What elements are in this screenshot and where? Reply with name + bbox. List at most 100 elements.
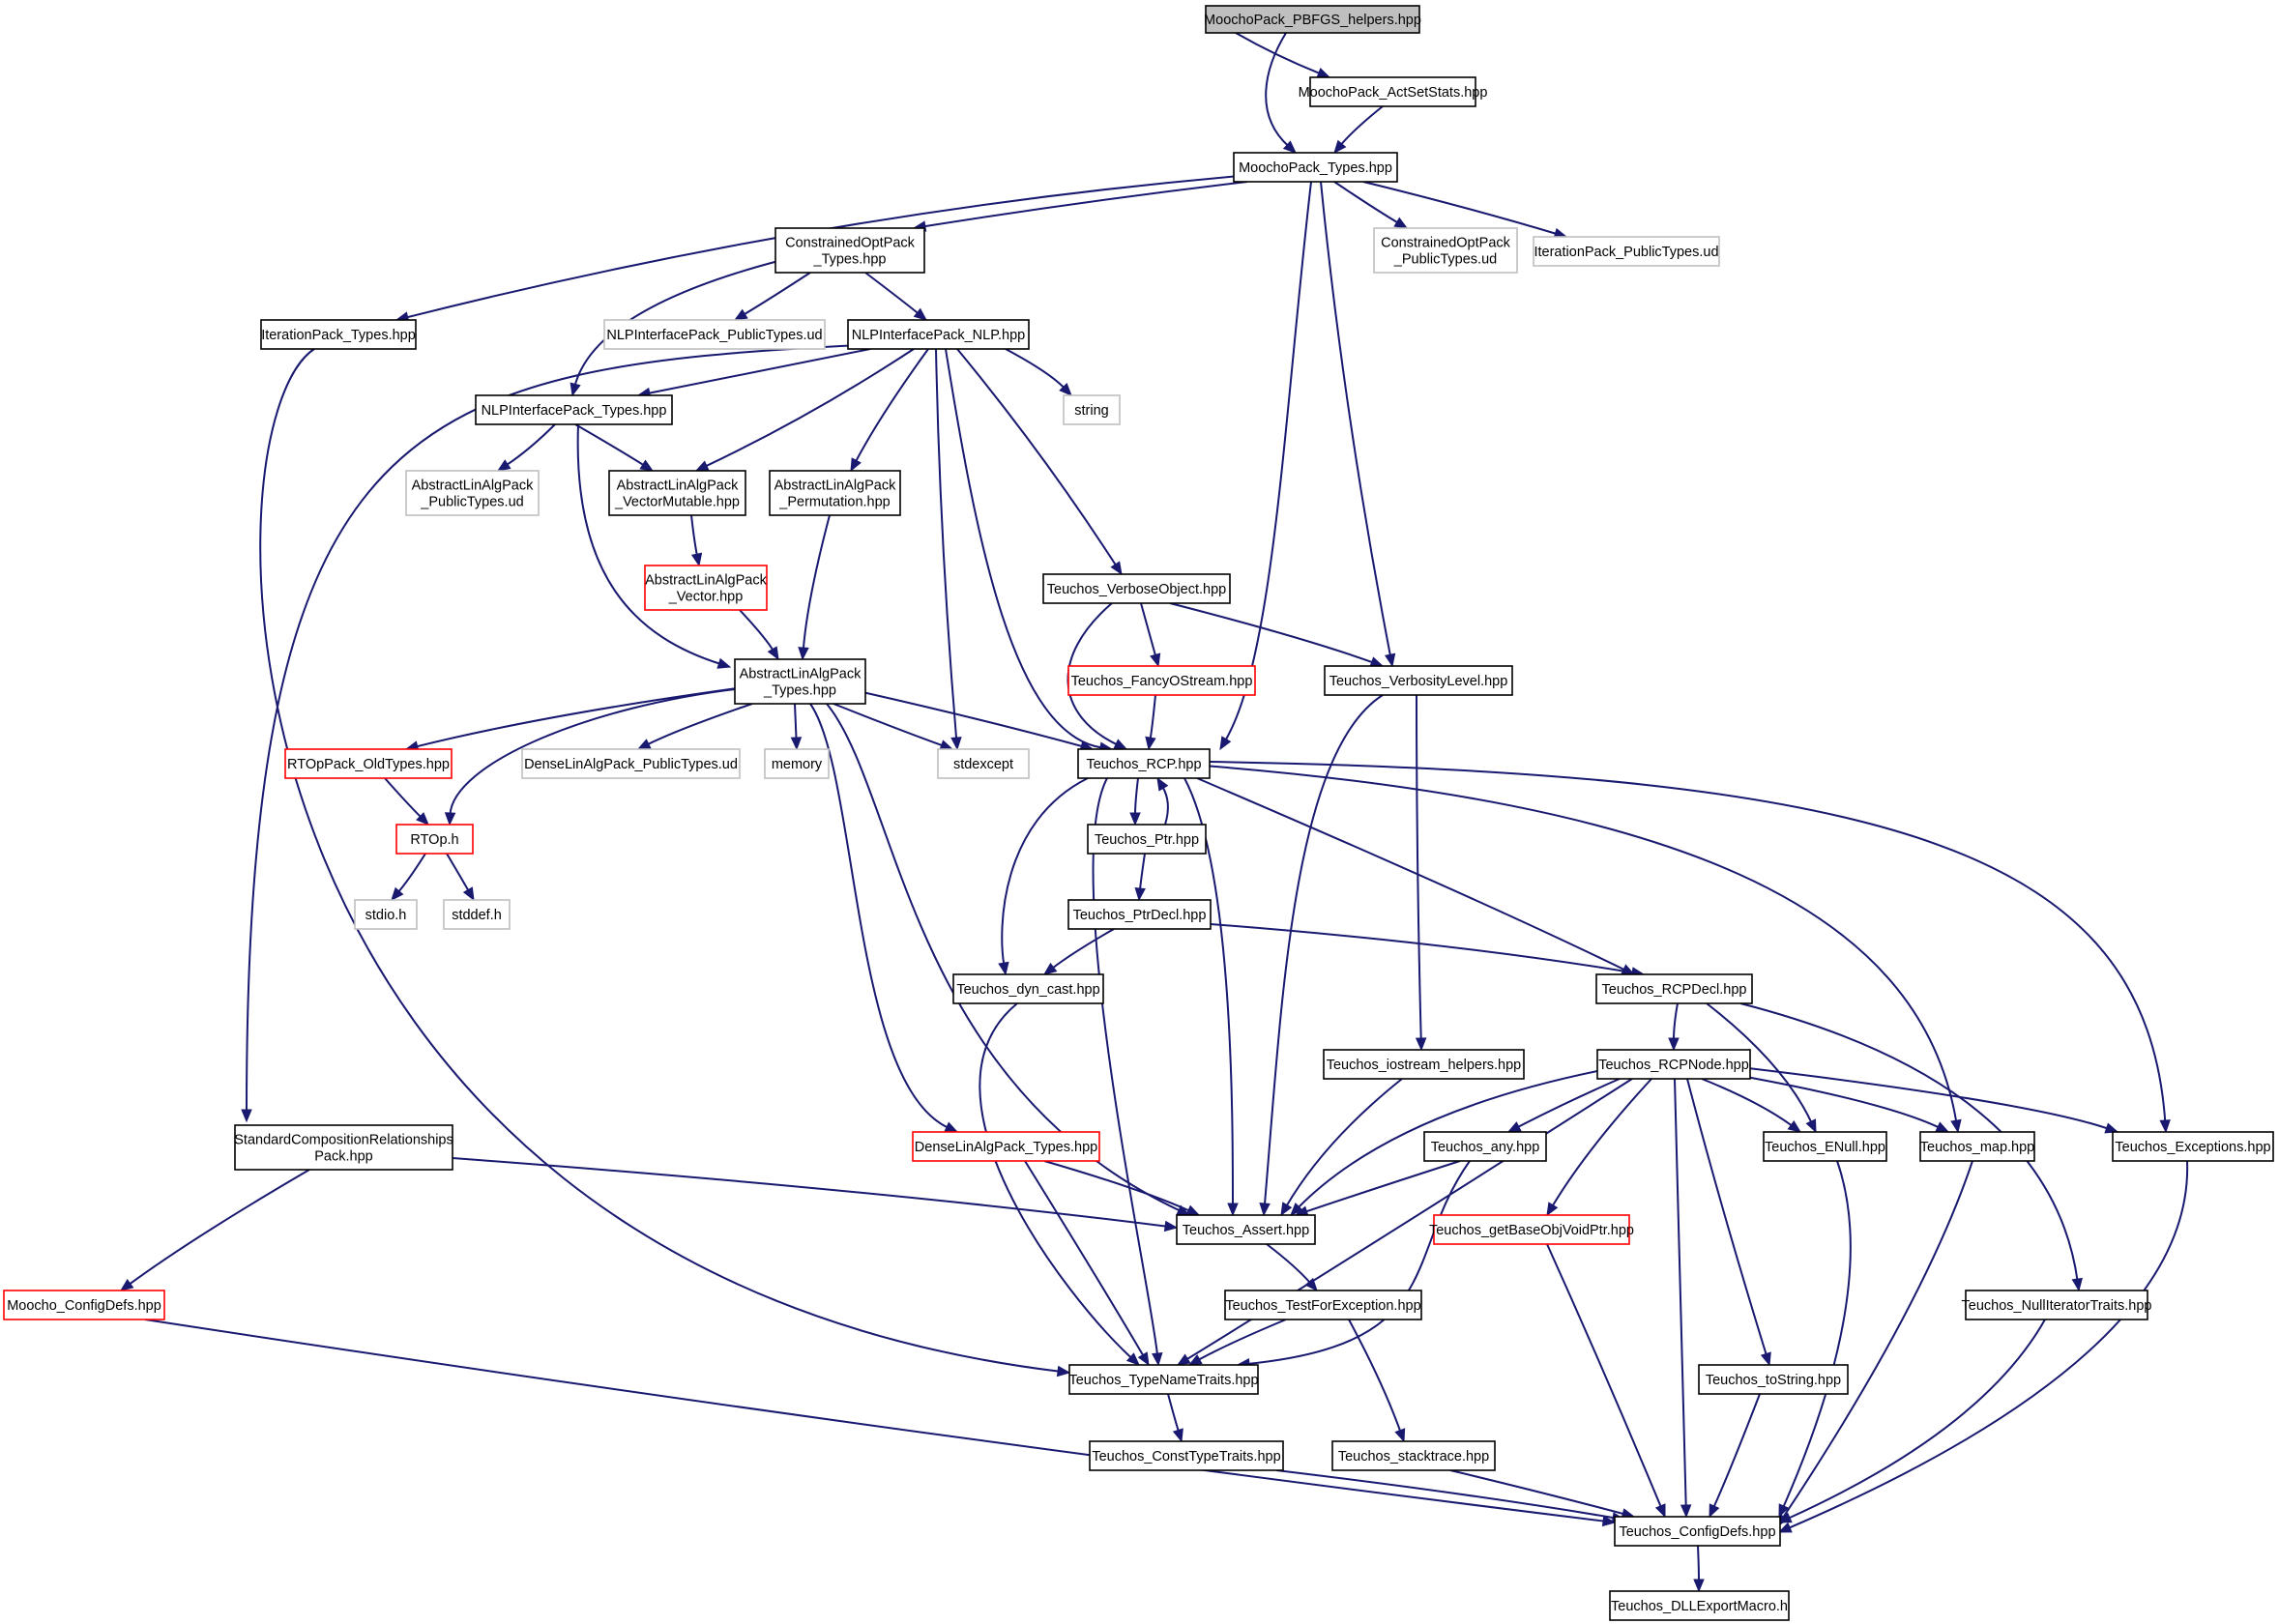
node-itertypes[interactable]: IterationPack_Types.hpp <box>260 319 417 350</box>
node-copub[interactable]: ConstrainedOptPack_PublicTypes.ud <box>1373 227 1518 274</box>
node-nlppub[interactable]: NLPInterfacePack_PublicTypes.ud <box>603 319 826 350</box>
node-coptypes[interactable]: ConstrainedOptPack_Types.hpp <box>774 227 925 274</box>
node-testexc[interactable]: Teuchos_TestForException.hpp <box>1224 1290 1422 1320</box>
node-stdio[interactable]: stdio.h <box>354 899 418 930</box>
node-label: Teuchos_ENull.hpp <box>1765 1140 1885 1155</box>
file-nodes: MoochoPack_PBFGS_helpers.hppMoochoPack_A… <box>3 5 2274 1621</box>
edge-scr-to-assert <box>452 1157 1179 1232</box>
node-nlp[interactable]: NLPInterfacePack_NLP.hpp <box>847 319 1030 350</box>
node-iohelp[interactable]: Teuchos_iostream_helpers.hpp <box>1323 1049 1525 1080</box>
node-moochocfg[interactable]: Moocho_ConfigDefs.hpp <box>3 1290 165 1320</box>
node-box <box>1089 1440 1284 1471</box>
node-densetypes[interactable]: DenseLinAlgPack_Types.hpp <box>912 1131 1100 1162</box>
node-label: memory <box>772 757 823 772</box>
edge-mtypes-to-copub <box>1333 181 1409 229</box>
edge-nulliter-to-cfgdefs <box>1777 1319 2046 1523</box>
dependency-edges <box>119 32 2189 1593</box>
node-densepub[interactable]: DenseLinAlgPack_PublicTypes.ud <box>521 748 741 779</box>
node-label: Teuchos_VerboseObject.hpp <box>1047 582 1226 597</box>
node-label: AbstractLinAlgPack <box>740 667 862 682</box>
edge-except-to-cfgdefs <box>1777 1160 2189 1533</box>
node-verblvl[interactable]: Teuchos_VerbosityLevel.hpp <box>1324 665 1513 696</box>
node-label: AbstractLinAlgPack <box>412 478 534 494</box>
edge-verblvl-to-assert <box>1259 694 1384 1217</box>
node-rcpdecl[interactable]: Teuchos_RCPDecl.hpp <box>1595 973 1753 1004</box>
node-alavm[interactable]: AbstractLinAlgPack_VectorMutable.hpp <box>608 470 746 516</box>
edge-ptr-to-ptrdecl <box>1134 853 1146 902</box>
node-except[interactable]: Teuchos_Exceptions.hpp <box>2112 1131 2274 1162</box>
edge-ptrdecl-to-dyncast <box>1042 928 1115 975</box>
node-alapub[interactable]: AbstractLinAlgPack_PublicTypes.ud <box>405 470 540 516</box>
node-pbfgs[interactable]: MoochoPack_PBFGS_helpers.hpp <box>1204 5 1421 34</box>
node-alavec[interactable]: AbstractLinAlgPack_Vector.hpp <box>644 565 768 611</box>
edge-dyncast-to-typename <box>979 1002 1140 1366</box>
node-rtop[interactable]: RTOp.h <box>395 824 474 855</box>
node-dllexp[interactable]: Teuchos_DLLExportMacro.h <box>1609 1590 1790 1621</box>
node-any[interactable]: Teuchos_any.hpp <box>1423 1131 1547 1162</box>
node-iterpub[interactable]: IterationPack_PublicTypes.ud <box>1533 236 1720 267</box>
node-label: Teuchos_TypeNameTraits.hpp <box>1068 1373 1258 1388</box>
node-map[interactable]: Teuchos_map.hpp <box>1919 1131 2035 1162</box>
node-box <box>1323 1049 1525 1080</box>
edge-pbfgs-to-mtypes <box>1265 32 1297 154</box>
node-label: NLPInterfacePack_PublicTypes.ud <box>606 328 822 343</box>
node-fancy[interactable]: Teuchos_FancyOStream.hpp <box>1067 665 1256 696</box>
node-label: Teuchos_RCPDecl.hpp <box>1602 982 1747 998</box>
node-rcpnode[interactable]: Teuchos_RCPNode.hpp <box>1596 1049 1751 1080</box>
node-alaperm[interactable]: AbstractLinAlgPack_Permutation.hpp <box>769 470 901 516</box>
edge-nlptypes-to-alatypes <box>576 423 732 669</box>
node-nlptypes[interactable]: NLPInterfacePack_Types.hpp <box>475 394 673 425</box>
node-stacktrace[interactable]: Teuchos_stacktrace.hpp <box>1331 1440 1496 1471</box>
node-actset[interactable]: MoochoPack_ActSetStats.hpp <box>1299 76 1488 107</box>
node-ptr[interactable]: Teuchos_Ptr.hpp <box>1087 824 1207 855</box>
node-box <box>608 470 746 516</box>
edge-fancy-to-rcp <box>1145 694 1156 751</box>
edge-alatypes-to-densepub <box>636 703 753 750</box>
node-memory[interactable]: memory <box>764 748 830 779</box>
edge-map-to-cfgdefs <box>1776 1160 1973 1528</box>
node-cfgdefs[interactable]: Teuchos_ConfigDefs.hpp <box>1614 1516 1781 1547</box>
node-tostring[interactable]: Teuchos_toString.hpp <box>1698 1364 1849 1395</box>
node-box <box>405 470 540 516</box>
edge-coptypes-to-nlp <box>864 272 928 321</box>
edge-nlp-to-string <box>1005 348 1072 396</box>
node-box <box>354 899 418 930</box>
node-assert[interactable]: Teuchos_Assert.hpp <box>1176 1214 1316 1245</box>
edge-mtypes-to-verblvl <box>1320 181 1396 668</box>
node-verbobj[interactable]: Teuchos_VerboseObject.hpp <box>1042 573 1231 604</box>
node-box <box>260 319 417 350</box>
edge-rcp-to-typename <box>1092 777 1163 1367</box>
edge-mtypes-to-coptypes <box>912 181 1248 232</box>
node-enull[interactable]: Teuchos_ENull.hpp <box>1763 1131 1887 1162</box>
node-ptrdecl[interactable]: Teuchos_PtrDecl.hpp <box>1067 899 1212 930</box>
node-rcp[interactable]: Teuchos_RCP.hpp <box>1077 748 1211 779</box>
node-getbase[interactable]: Teuchos_getBaseObjVoidPtr.hpp <box>1429 1214 1634 1245</box>
edge-rcp-to-rcpdecl <box>1196 777 1636 975</box>
node-box <box>1077 748 1211 779</box>
node-string[interactable]: string <box>1063 394 1121 425</box>
node-consttype[interactable]: Teuchos_ConstTypeTraits.hpp <box>1089 1440 1284 1471</box>
node-alatypes[interactable]: AbstractLinAlgPack_Types.hpp <box>734 658 866 705</box>
node-rtopold[interactable]: RTOpPack_OldTypes.hpp <box>284 748 453 779</box>
node-label: Teuchos_getBaseObjVoidPtr.hpp <box>1429 1223 1634 1238</box>
node-box <box>1965 1290 2148 1320</box>
node-dyncast[interactable]: Teuchos_dyn_cast.hpp <box>952 973 1104 1004</box>
node-typename[interactable]: Teuchos_TypeNameTraits.hpp <box>1068 1364 1259 1395</box>
node-box <box>521 748 741 779</box>
node-nulliter[interactable]: Teuchos_NullIteratorTraits.hpp <box>1962 1290 2152 1320</box>
edge-rcp-to-map <box>1203 765 1962 1134</box>
node-label: RTOpPack_OldTypes.hpp <box>287 757 450 772</box>
node-label: DenseLinAlgPack_Types.hpp <box>915 1140 1097 1155</box>
node-mtypes[interactable]: MoochoPack_Types.hpp <box>1233 152 1398 183</box>
node-label: Teuchos_ConfigDefs.hpp <box>1619 1524 1775 1540</box>
edge-itertypes-to-typename <box>259 348 1071 1378</box>
node-stdexcept[interactable]: stdexcept <box>937 748 1030 779</box>
node-label: RTOp.h <box>410 832 458 848</box>
node-label: _VectorMutable.hpp <box>614 495 740 510</box>
edge-verbobj-to-fancy <box>1140 602 1161 668</box>
edge-cfgdefs-to-dllexp <box>1693 1545 1705 1593</box>
node-box <box>734 658 866 705</box>
node-box <box>1176 1214 1316 1245</box>
node-stddef[interactable]: stddef.h <box>443 899 511 930</box>
